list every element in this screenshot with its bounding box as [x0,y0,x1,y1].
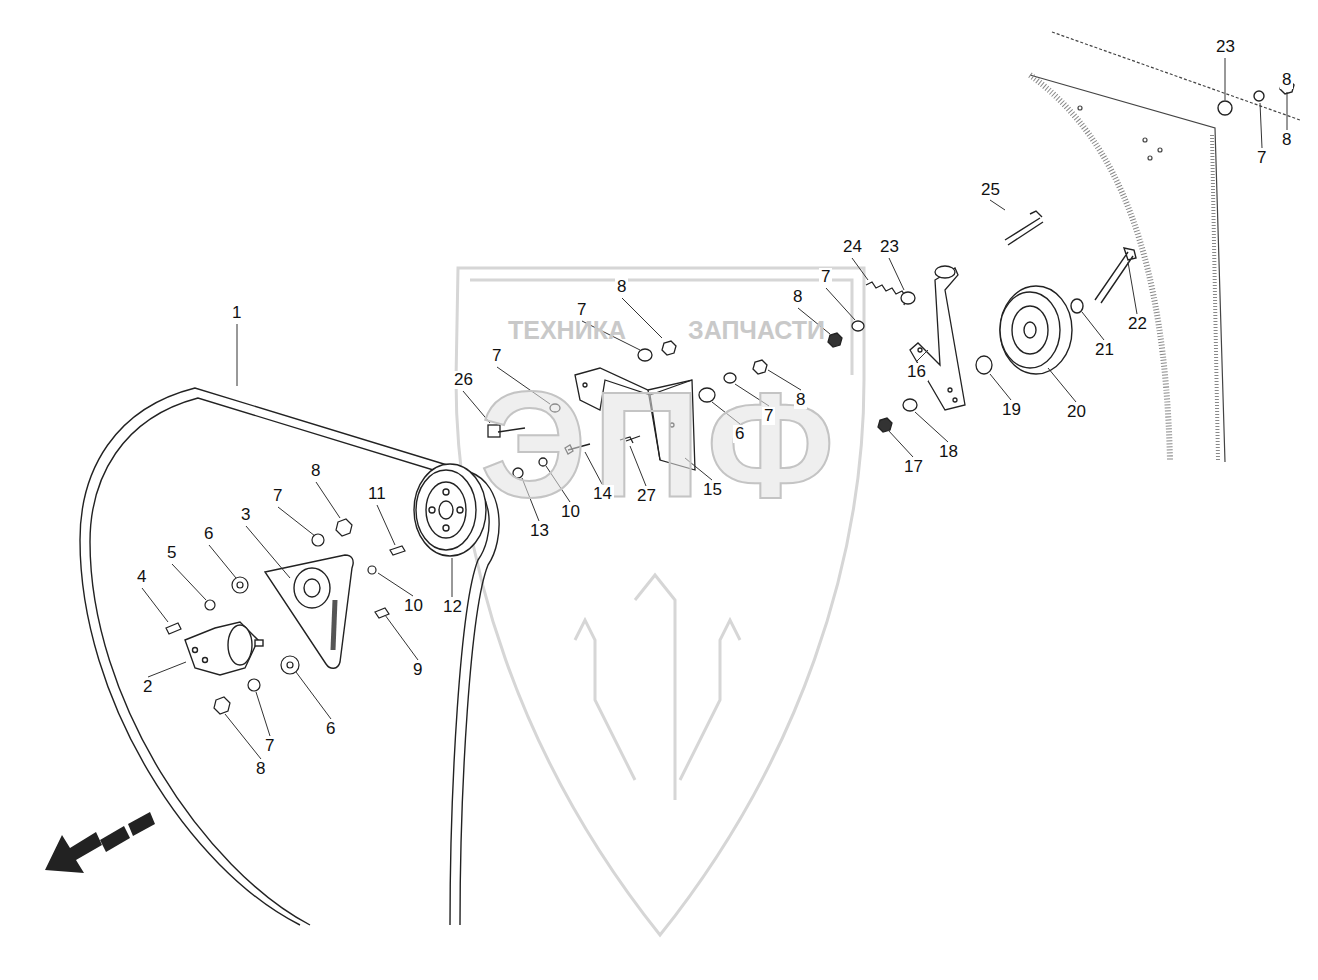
callout-number: 10 [402,597,425,615]
callout-number: 8 [615,278,628,296]
callout-number: 8 [1280,71,1293,89]
callout-number: 23 [878,238,901,256]
callout-number: 18 [937,443,960,461]
callout-number: 27 [635,487,658,505]
callout-number: 22 [1126,315,1149,333]
callout-number: 24 [841,238,864,256]
callout-number: 20 [1065,403,1088,421]
callout-number: 13 [528,522,551,540]
watermark-text: ЗАПЧАСТИ [688,316,825,345]
callout-number: 8 [791,288,804,306]
callout-number: 7 [271,487,284,505]
callout-number: 19 [1000,401,1023,419]
watermark-logo: ЭПФ [480,359,841,532]
watermark-text: ТЕХНИКА [508,316,626,345]
callout-number: 2 [141,678,154,696]
callout-number: 8 [794,391,807,409]
callout-number: 4 [135,568,148,586]
callout-number: 21 [1093,341,1116,359]
callout-number: 14 [591,485,614,503]
callout-number: 7 [762,407,775,425]
callout-number: 7 [575,301,588,319]
callout-number: 3 [239,506,252,524]
callout-number: 10 [559,503,582,521]
callout-number: 1 [230,304,243,322]
callout-number: 7 [263,737,276,755]
callout-number: 6 [202,525,215,543]
callout-number: 23 [1214,38,1237,56]
callout-number: 17 [902,458,925,476]
callout-number: 26 [452,371,475,389]
callout-number: 5 [165,544,178,562]
callout-number: 16 [905,363,928,381]
callout-number: 7 [819,268,832,286]
callout-number: 8 [254,760,267,778]
callout-number: 12 [441,598,464,616]
callout-number: 6 [324,720,337,738]
callout-number: 8 [309,462,322,480]
callout-number: 7 [1255,149,1268,167]
callout-number: 25 [979,181,1002,199]
callout-number: 6 [733,425,746,443]
callout-number: 15 [701,481,724,499]
callout-number: 8 [1280,131,1293,149]
callout-number: 9 [411,661,424,679]
callout-number: 11 [366,485,388,503]
